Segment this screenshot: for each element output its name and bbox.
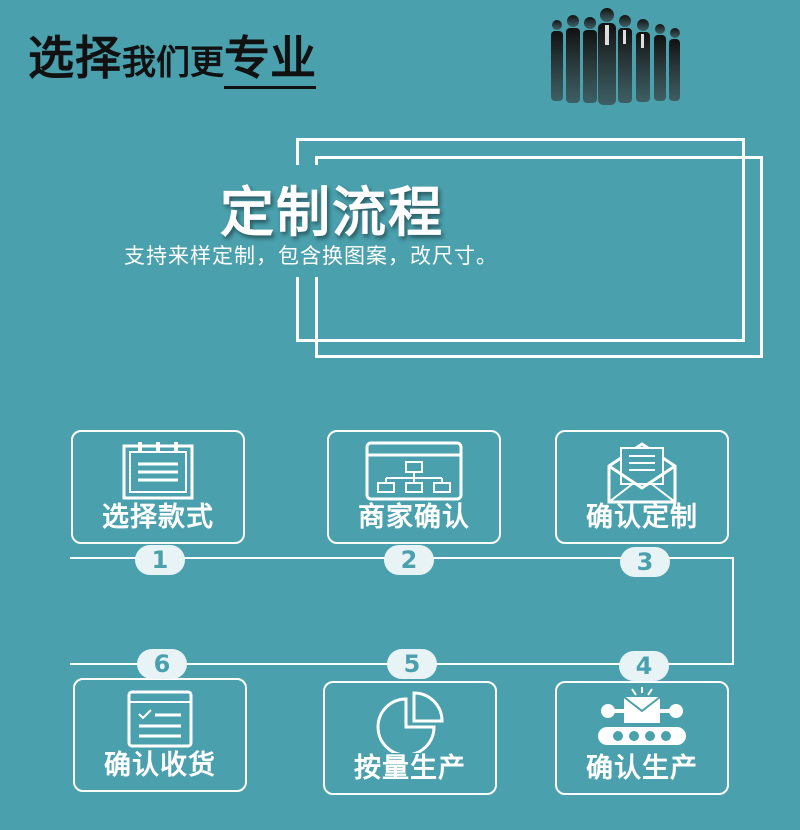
step-card-3: 确认定制 xyxy=(555,430,729,544)
step-label-2: 商家确认 xyxy=(358,502,470,533)
headline-part-2: 我们更 xyxy=(122,43,224,83)
headline: 选择 我们更 专业 xyxy=(28,22,316,92)
section-title: 定制流程 xyxy=(220,181,444,244)
step-number-6: 6 xyxy=(137,649,187,679)
step-number-2: 2 xyxy=(384,545,434,575)
step-card-6: 确认收货 xyxy=(73,678,247,792)
org-chart-icon xyxy=(365,441,463,501)
business-team-icon xyxy=(551,8,680,105)
step-label-3: 确认定制 xyxy=(586,502,698,533)
step-label-6: 确认收货 xyxy=(104,750,216,781)
headline-part-3: 专业 xyxy=(224,30,316,89)
step-card-4: 确认生产 xyxy=(555,681,729,795)
pie-chart-icon xyxy=(376,691,444,753)
step-card-2: 商家确认 xyxy=(327,430,501,544)
step-card-5: 按量生产 xyxy=(323,681,497,795)
step-label-5: 按量生产 xyxy=(354,753,466,784)
checklist-icon xyxy=(127,690,193,748)
step-number-5: 5 xyxy=(387,649,437,679)
section-subtitle: 支持来样定制，包含换图案，改尺寸。 xyxy=(124,244,498,268)
step-label-4: 确认生产 xyxy=(586,753,698,784)
headline-part-1: 选择 xyxy=(28,31,122,85)
step-label-1: 选择款式 xyxy=(102,502,214,533)
calendar-icon xyxy=(122,442,194,500)
step-number-4: 4 xyxy=(619,651,669,681)
step-card-1: 选择款式 xyxy=(71,430,245,544)
header-banner: 选择 我们更 专业 xyxy=(0,0,800,110)
flow-line-right xyxy=(732,557,734,665)
step-number-1: 1 xyxy=(135,545,185,575)
envelope-icon xyxy=(607,442,677,504)
step-number-3: 3 xyxy=(620,547,670,577)
conveyor-icon xyxy=(598,687,686,745)
